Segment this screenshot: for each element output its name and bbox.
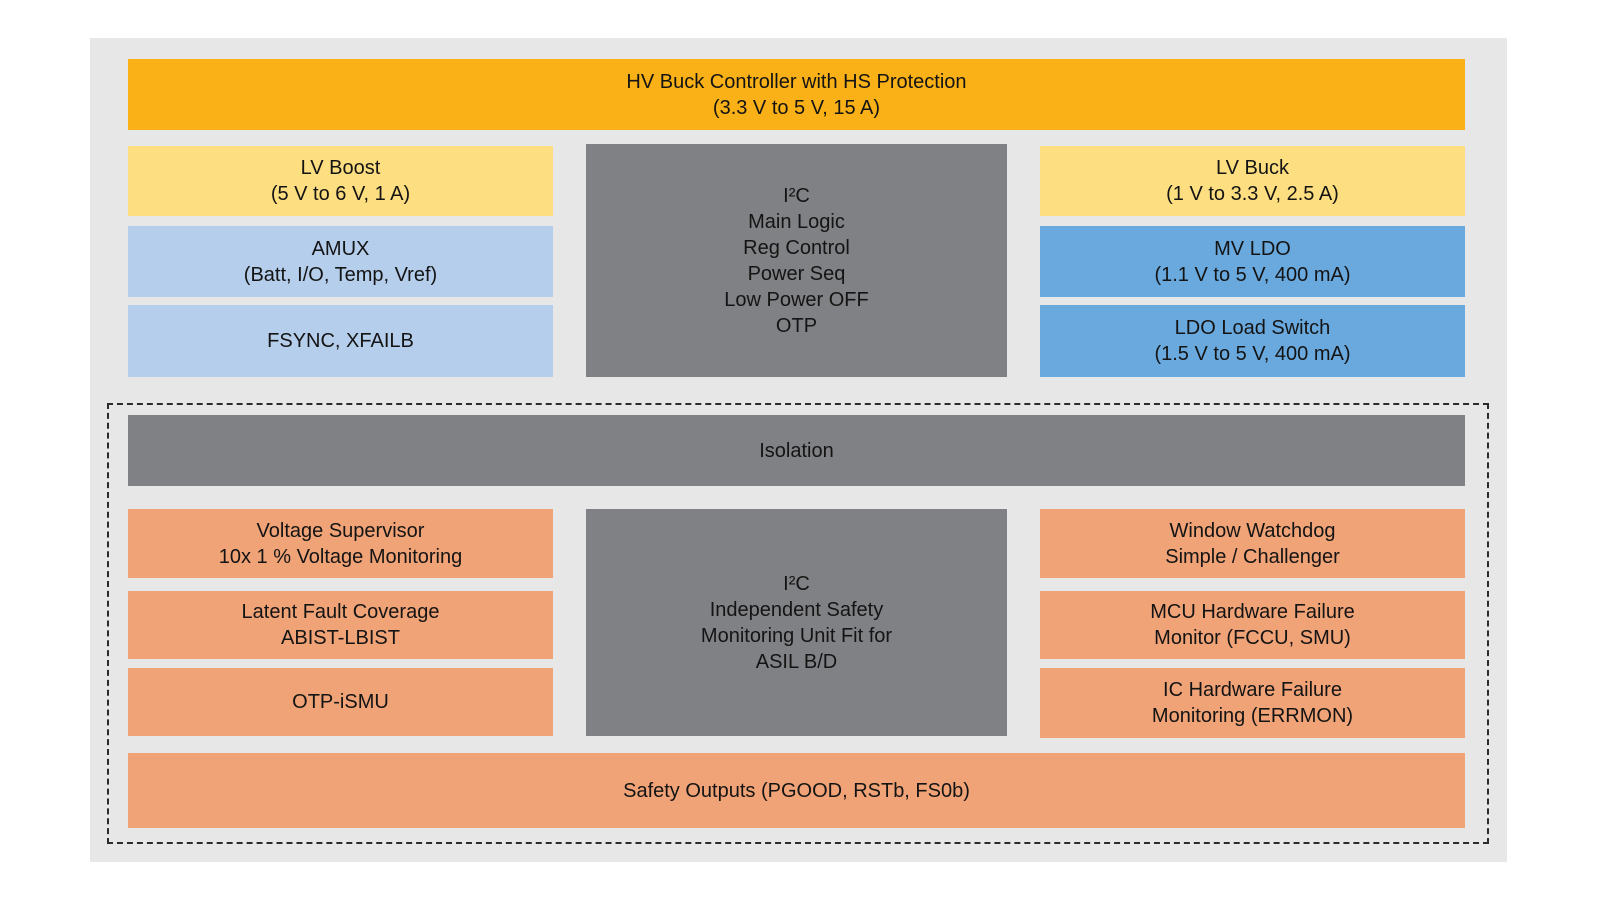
block-ldo-load-switch: LDO Load Switch (1.5 V to 5 V, 400 mA) <box>1040 305 1465 377</box>
block-fsync-xfailb: FSYNC, XFAILB <box>128 305 553 377</box>
safety-domain-outline <box>107 403 1489 844</box>
block-safety-outputs: Safety Outputs (PGOOD, RSTb, FS0b) <box>128 753 1465 828</box>
block-isolation: Isolation <box>128 415 1465 486</box>
block-hv-buck-controller: HV Buck Controller with HS Protection (3… <box>128 59 1465 130</box>
block-latent-fault-coverage: Latent Fault Coverage ABIST-LBIST <box>128 591 553 659</box>
block-ic-hw-failure-monitoring: IC Hardware Failure Monitoring (ERRMON) <box>1040 668 1465 738</box>
block-amux: AMUX (Batt, I/O, Temp, Vref) <box>128 226 553 297</box>
block-mcu-hw-failure-monitor: MCU Hardware Failure Monitor (FCCU, SMU) <box>1040 591 1465 659</box>
block-main-logic: I²C Main Logic Reg Control Power Seq Low… <box>586 144 1007 377</box>
block-mv-ldo: MV LDO (1.1 V to 5 V, 400 mA) <box>1040 226 1465 297</box>
block-lv-boost: LV Boost (5 V to 6 V, 1 A) <box>128 146 553 216</box>
block-lv-buck: LV Buck (1 V to 3.3 V, 2.5 A) <box>1040 146 1465 216</box>
block-otp-ismu: OTP-iSMU <box>128 668 553 736</box>
block-voltage-supervisor: Voltage Supervisor 10x 1 % Voltage Monit… <box>128 509 553 578</box>
block-window-watchdog: Window Watchdog Simple / Challenger <box>1040 509 1465 578</box>
block-independent-safety-unit: I²C Independent Safety Monitoring Unit F… <box>586 509 1007 736</box>
